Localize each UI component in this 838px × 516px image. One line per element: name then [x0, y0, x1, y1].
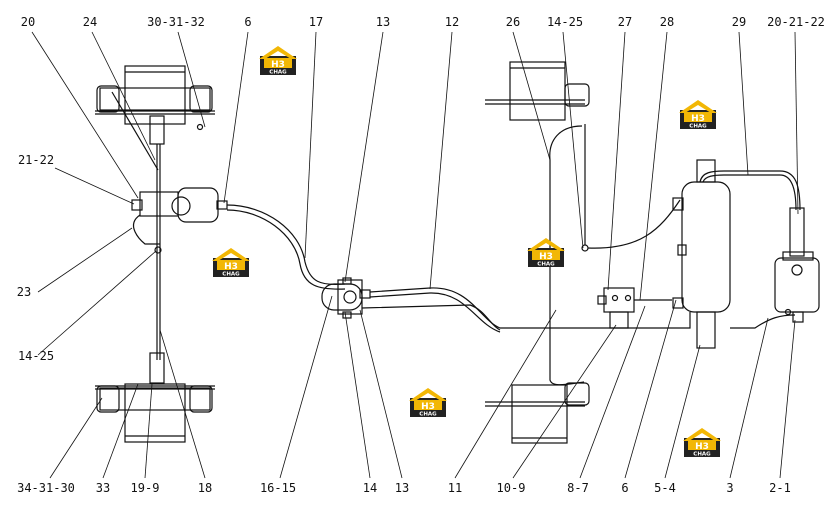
- callouts-left: 21-22 23 14-25: [17, 153, 54, 363]
- svg-text:H3: H3: [691, 114, 705, 124]
- svg-text:CHAG: CHAG: [269, 70, 287, 76]
- watermark-logo: H3 CHAG: [212, 248, 250, 278]
- watermark-logo: H3 CHAG: [409, 388, 447, 418]
- leader-lines: [31, 31, 799, 479]
- callout-14-25-top: 14-25: [547, 15, 583, 29]
- callout-30-31-32: 30-31-32: [147, 15, 205, 29]
- svg-text:CHAG: CHAG: [419, 412, 437, 418]
- left-brake-chamber: [131, 187, 228, 223]
- watermark-logo: H3 CHAG: [679, 100, 717, 130]
- central-valve: [321, 277, 371, 319]
- callout-13-top: 13: [376, 15, 390, 29]
- callout-12: 12: [445, 15, 459, 29]
- callout-23: 23: [17, 285, 31, 299]
- svg-text:H3: H3: [539, 252, 553, 262]
- svg-text:H3: H3: [421, 402, 435, 412]
- callout-17: 17: [309, 15, 323, 29]
- callout-3: 3: [726, 481, 733, 495]
- callouts-bottom: 34-31-30 33 19-9 18 16-15 14 13 11 10-9 …: [17, 481, 791, 495]
- air-tank: [672, 159, 731, 349]
- callout-20: 20: [21, 15, 35, 29]
- callout-16-15: 16-15: [260, 481, 296, 495]
- callout-29: 29: [732, 15, 746, 29]
- callout-21-22: 21-22: [18, 153, 54, 167]
- callout-26: 26: [506, 15, 520, 29]
- callout-2-1: 2-1: [769, 481, 791, 495]
- watermark-logos: H3 CHAG H3 CHAG H3 CHAG H3 CHAG H3 CHAG …: [212, 46, 721, 458]
- callout-6-bottom: 6: [621, 481, 628, 495]
- diagram-linework: [95, 61, 820, 444]
- svg-text:CHAG: CHAG: [222, 272, 240, 278]
- callouts-top: 20 24 30-31-32 6 17 13 12 26 14-25 27 28…: [21, 15, 825, 29]
- relay-valve: [597, 287, 672, 329]
- callout-13-bottom: 13: [395, 481, 409, 495]
- callout-5-4: 5-4: [654, 481, 676, 495]
- front-left-brake-assembly: [95, 65, 215, 171]
- svg-text:H3: H3: [271, 60, 285, 70]
- callout-34-31-30: 34-31-30: [17, 481, 75, 495]
- rear-right-brake-assembly: [485, 382, 590, 444]
- rear-left-brake-assembly: [95, 352, 215, 443]
- svg-text:CHAG: CHAG: [689, 124, 707, 130]
- callout-6-top: 6: [244, 15, 251, 29]
- watermark-logo: H3 CHAG: [683, 428, 721, 458]
- callout-27: 27: [618, 15, 632, 29]
- callout-14-25-left: 14-25: [18, 349, 54, 363]
- callout-11: 11: [448, 481, 462, 495]
- callout-33: 33: [96, 481, 110, 495]
- callout-28: 28: [660, 15, 674, 29]
- svg-text:H3: H3: [695, 442, 709, 452]
- callout-14: 14: [363, 481, 377, 495]
- callout-8-7: 8-7: [567, 481, 589, 495]
- callout-24: 24: [83, 15, 97, 29]
- front-right-brake-assembly: [485, 61, 590, 121]
- watermark-logo: H3 CHAG: [259, 46, 297, 76]
- air-dryer: [774, 207, 820, 323]
- svg-text:H3: H3: [224, 262, 238, 272]
- callout-20-21-22: 20-21-22: [767, 15, 825, 29]
- svg-text:CHAG: CHAG: [537, 262, 555, 268]
- watermark-logo: H3 CHAG: [527, 238, 565, 268]
- callout-19-9: 19-9: [131, 481, 160, 495]
- callout-10-9: 10-9: [497, 481, 526, 495]
- callout-18: 18: [198, 481, 212, 495]
- svg-text:CHAG: CHAG: [693, 452, 711, 458]
